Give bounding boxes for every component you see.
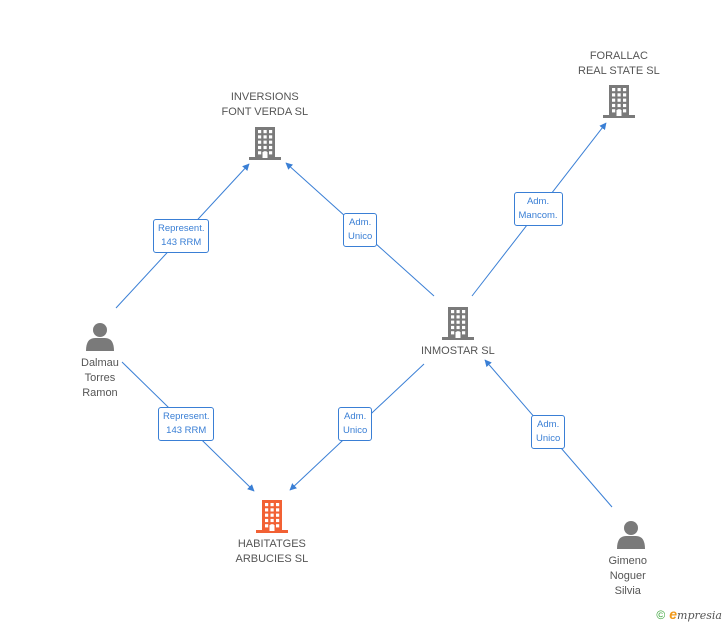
node-label-line: Ramon [82, 387, 118, 399]
edge-label-inmostar-to-forallac: Adm. Mancom. [513, 192, 563, 226]
person-icon[interactable] [617, 521, 645, 549]
brand-logo-initial: e [669, 606, 678, 622]
edge-label-line: Represent. [158, 223, 205, 234]
edge-label-line: Represent. [163, 411, 210, 422]
node-label-line: FORALLAC [589, 50, 648, 62]
node-label-forallac[interactable]: FORALLAC REAL STATE SL [578, 49, 660, 79]
node-label-inversions[interactable]: INVERSIONS FONT VERDA SL [222, 90, 309, 120]
building-icon[interactable] [442, 307, 474, 340]
building-icon[interactable] [256, 500, 288, 533]
edge-label-line: Unico [536, 433, 561, 444]
node-label-line: FONT VERDA SL [221, 106, 309, 118]
edge-label-line: Adm. [344, 411, 367, 422]
edge-label-line: 143 RRM [166, 425, 207, 436]
edge-label-line: Unico [343, 425, 368, 436]
edge-label-inmostar-to-habitatges: Adm. Unico [338, 407, 373, 441]
edge-label-dalmau-to-habitatges: Represent. 143 RRM [158, 407, 215, 441]
edge-label-line: Adm. [537, 419, 560, 430]
node-label-line: Gimeno [608, 555, 648, 567]
brand-logo-text: mpresia [677, 609, 722, 622]
node-label-line: HABITATGES [237, 538, 306, 550]
edge-label-inmostar-to-inversions: Adm. Unico [343, 213, 378, 247]
edge-label-line: Mancom. [518, 210, 558, 221]
building-icon[interactable] [249, 127, 281, 160]
node-label-inmostar[interactable]: INMOSTAR SL [421, 344, 495, 359]
person-icon[interactable] [86, 323, 114, 351]
node-label-habitatges[interactable]: HABITATGES ARBUCIES SL [236, 537, 309, 567]
node-label-line: INVERSIONS [230, 91, 299, 103]
building-icon[interactable] [603, 85, 635, 118]
edge-label-dalmau-to-inversions: Represent. 143 RRM [153, 219, 210, 253]
edge-label-gimeno-to-inmostar: Adm. Unico [531, 415, 566, 449]
edge-label-line: Unico [348, 231, 373, 242]
edge-label-line: Adm. [349, 217, 372, 228]
node-label-line: Torres [84, 372, 116, 384]
node-label-line: REAL STATE SL [578, 65, 660, 77]
node-label-line: INMOSTAR SL [421, 345, 495, 357]
edge-label-line: Adm. [526, 196, 550, 207]
node-label-line: Noguer [609, 570, 646, 582]
copyright-symbol: © [656, 608, 666, 622]
node-label-line: ARBUCIES SL [235, 553, 309, 565]
node-label-line: Silvia [614, 585, 641, 597]
footer-brand: ©empresia [656, 606, 722, 622]
edge-label-line: 143 RRM [161, 237, 202, 248]
node-label-line: Dalmau [81, 357, 119, 369]
